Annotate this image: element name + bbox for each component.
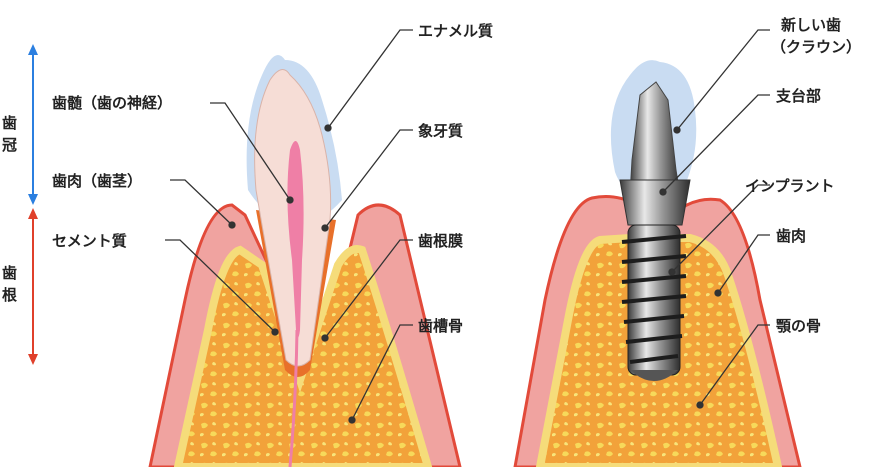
label-cementum: セメント質 <box>52 232 127 250</box>
label-abutment: 支台部 <box>775 87 821 105</box>
crown-label-1: 歯 <box>2 114 17 132</box>
natural-tooth-illustration <box>148 55 462 467</box>
label-alveolar-bone: 歯槽骨 <box>418 317 463 335</box>
label-enamel: エナメル質 <box>418 22 493 40</box>
label-dentin: 象牙質 <box>418 122 463 140</box>
label-jaw-bone: 顎の骨 <box>776 317 821 335</box>
label-implant: インプラント <box>745 177 835 195</box>
pulp <box>287 141 304 338</box>
crown-label-2: 冠 <box>2 136 17 154</box>
root-label-1: 歯 <box>2 264 17 282</box>
nerve-line <box>288 329 299 467</box>
implant-illustration <box>513 60 802 467</box>
label-pulp: 歯髄（歯の神経） <box>52 94 172 112</box>
crown-range-arrow <box>28 44 38 205</box>
label-implant-gum: 歯肉 <box>776 227 806 245</box>
label-gum: 歯肉（歯茎） <box>52 172 142 190</box>
root-label-2: 根 <box>2 286 17 304</box>
implant-screw <box>621 224 687 381</box>
natural-leader-lines <box>165 29 413 424</box>
label-implant-crown-2: （クラウン） <box>771 38 861 56</box>
root-range-arrow <box>28 208 38 365</box>
label-periodontal-ligament: 歯根膜 <box>418 232 463 250</box>
abutment-collar <box>619 179 691 226</box>
alveolar-bone <box>173 245 433 467</box>
implant-leader-lines <box>659 29 770 409</box>
label-implant-crown-1: 新しい歯 <box>781 16 841 34</box>
